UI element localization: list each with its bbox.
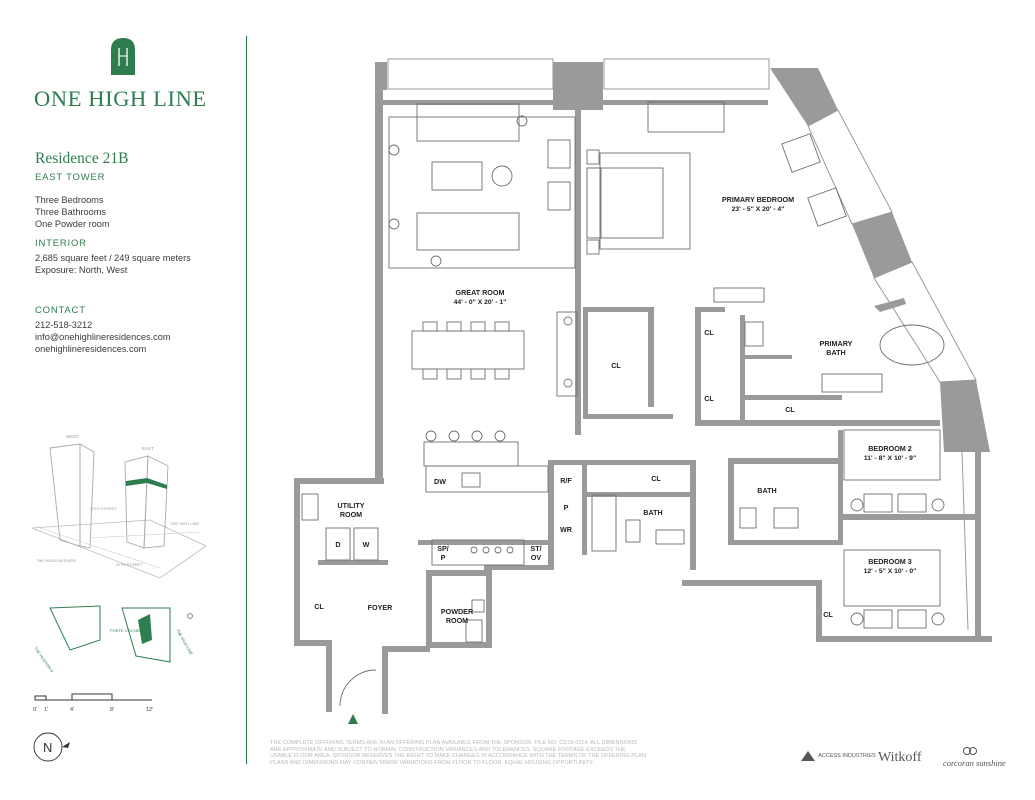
key-plan-11th-street-label: 11TH STREET bbox=[116, 562, 143, 567]
bedroom-3-dims: 12' - 5" X 10' - 0" bbox=[864, 568, 917, 575]
residence-title: Residence 21B bbox=[35, 150, 129, 167]
info-sidebar: ONE HIGH LINE Residence 21B EAST TOWER T… bbox=[0, 0, 248, 800]
key-plan-diagram: WEST EAST 10TH STREET THE HIGH LINE THE … bbox=[31, 434, 207, 578]
sp-label-1: SP/ bbox=[437, 544, 449, 553]
refrigerator-label: R/F bbox=[560, 476, 572, 485]
key-plan-10th-street-label: 10TH STREET bbox=[90, 506, 117, 511]
pantry-label: P bbox=[564, 503, 569, 512]
bathrooms-count: Three Bathrooms bbox=[35, 207, 106, 217]
scale-4: 4' bbox=[70, 707, 74, 713]
st-label-1: ST/ bbox=[530, 544, 541, 553]
primary-bedroom-label: PRIMARY BEDROOM bbox=[722, 195, 794, 204]
corcoran-logo-icon bbox=[963, 747, 977, 755]
exposure: Exposure: North, West bbox=[35, 265, 128, 275]
sp-label-2: P bbox=[441, 553, 446, 562]
contact-phone[interactable]: 212-518-3212 bbox=[35, 320, 93, 330]
washer-label: W bbox=[363, 540, 370, 549]
great-room-label: GREAT ROOM bbox=[456, 288, 505, 297]
wine-refrigerator-label: WR bbox=[560, 525, 573, 534]
access-industries-logo-icon bbox=[801, 751, 815, 761]
contact-details: 212-518-3212 info@onehighlineresidences.… bbox=[35, 319, 170, 355]
bath-label-2: BATH bbox=[757, 486, 776, 495]
entrance-marker-icon bbox=[348, 714, 358, 724]
great-room-dims: 44' - 0" X 20' - 1" bbox=[454, 299, 507, 306]
closet-label-1: CL bbox=[611, 361, 621, 370]
bedroom-2-label: BEDROOM 2 bbox=[868, 444, 912, 453]
primary-bath-label-1: PRIMARY bbox=[820, 339, 853, 348]
interior-heading: INTERIOR bbox=[35, 238, 87, 249]
utility-room-label-1: UTILITY bbox=[337, 501, 364, 510]
bedrooms-count: Three Bedrooms bbox=[35, 195, 104, 205]
bath-label-1: BATH bbox=[643, 508, 662, 517]
contact-website[interactable]: onehighlineresidences.com bbox=[35, 344, 147, 354]
powder-room-count: One Powder room bbox=[35, 219, 110, 229]
developer-credit-access: Access Industries bbox=[800, 750, 876, 762]
site-plan-porte-cochere-label: PORTE COCHERE bbox=[110, 628, 145, 633]
key-plan-east-label: EAST bbox=[142, 446, 154, 451]
contact-heading: CONTACT bbox=[35, 305, 86, 316]
key-plan-high-line-label: THE HIGH LINE bbox=[170, 521, 199, 526]
scale-0: 0' bbox=[33, 707, 37, 713]
residence-summary: Three Bedrooms Three Bathrooms One Powde… bbox=[35, 194, 110, 230]
closet-label-7: CL bbox=[823, 610, 833, 619]
powder-room-label-1: POWDER bbox=[441, 607, 474, 616]
room-labels: GREAT ROOM 44' - 0" X 20' - 1" PRIMARY B… bbox=[314, 195, 916, 625]
utility-room-label-2: ROOM bbox=[340, 510, 362, 519]
contact-email[interactable]: info@onehighlineresidences.com bbox=[35, 332, 171, 342]
square-footage: 2,685 square feet / 249 square meters bbox=[35, 253, 191, 263]
dryer-label: D bbox=[335, 540, 340, 549]
primary-bedroom-dims: 23' - 5" X 20' - 4" bbox=[732, 206, 785, 213]
bedroom-2-dims: 11' - 8" X 10' - 9" bbox=[864, 455, 916, 462]
key-plan-hudson-river-label: THE HUDSON RIVER bbox=[36, 558, 76, 563]
dishwasher-label: DW bbox=[434, 477, 446, 486]
access-industries-label: Access Industries bbox=[818, 753, 876, 759]
powder-room-label-2: ROOM bbox=[446, 616, 468, 625]
tower-label: EAST TOWER bbox=[35, 172, 106, 183]
closet-label-4: CL bbox=[785, 405, 795, 414]
furniture bbox=[301, 101, 945, 707]
interior-details: 2,685 square feet / 249 square meters Ex… bbox=[35, 252, 191, 276]
primary-bath-label-2: BATH bbox=[826, 348, 845, 357]
closet-label-5: CL bbox=[651, 474, 661, 483]
one-high-line-logo-icon bbox=[111, 38, 135, 75]
compass-n-label: N bbox=[43, 740, 52, 755]
north-compass-icon: N bbox=[33, 732, 70, 762]
witkoff-label: Witkoff bbox=[878, 750, 922, 765]
scale-bar: 0' 1' 4' 8' 12' bbox=[33, 693, 153, 713]
foyer-label: FOYER bbox=[368, 603, 394, 612]
walls bbox=[294, 62, 992, 714]
scale-12: 12' bbox=[146, 707, 153, 713]
scale-8: 8' bbox=[110, 707, 114, 713]
bedroom-3-label: BEDROOM 3 bbox=[868, 557, 912, 566]
corcoran-sunshine-label: corcoran sunshine bbox=[943, 758, 1006, 768]
closet-label-2: CL bbox=[704, 328, 714, 337]
closet-label-3: CL bbox=[704, 394, 714, 403]
scale-1: 1' bbox=[44, 707, 48, 713]
brand-name: ONE HIGH LINE bbox=[34, 86, 207, 111]
st-label-2: OV bbox=[531, 553, 542, 562]
closet-label-6: CL bbox=[314, 602, 324, 611]
sidebar-divider bbox=[246, 36, 247, 764]
site-plan-diagram: THE HUDSON RIVER PORTE COCHERE THE HIGH … bbox=[33, 605, 194, 672]
legal-disclaimer: The complete offering terms are in an of… bbox=[270, 740, 648, 766]
key-plan-west-label: WEST bbox=[66, 434, 79, 439]
